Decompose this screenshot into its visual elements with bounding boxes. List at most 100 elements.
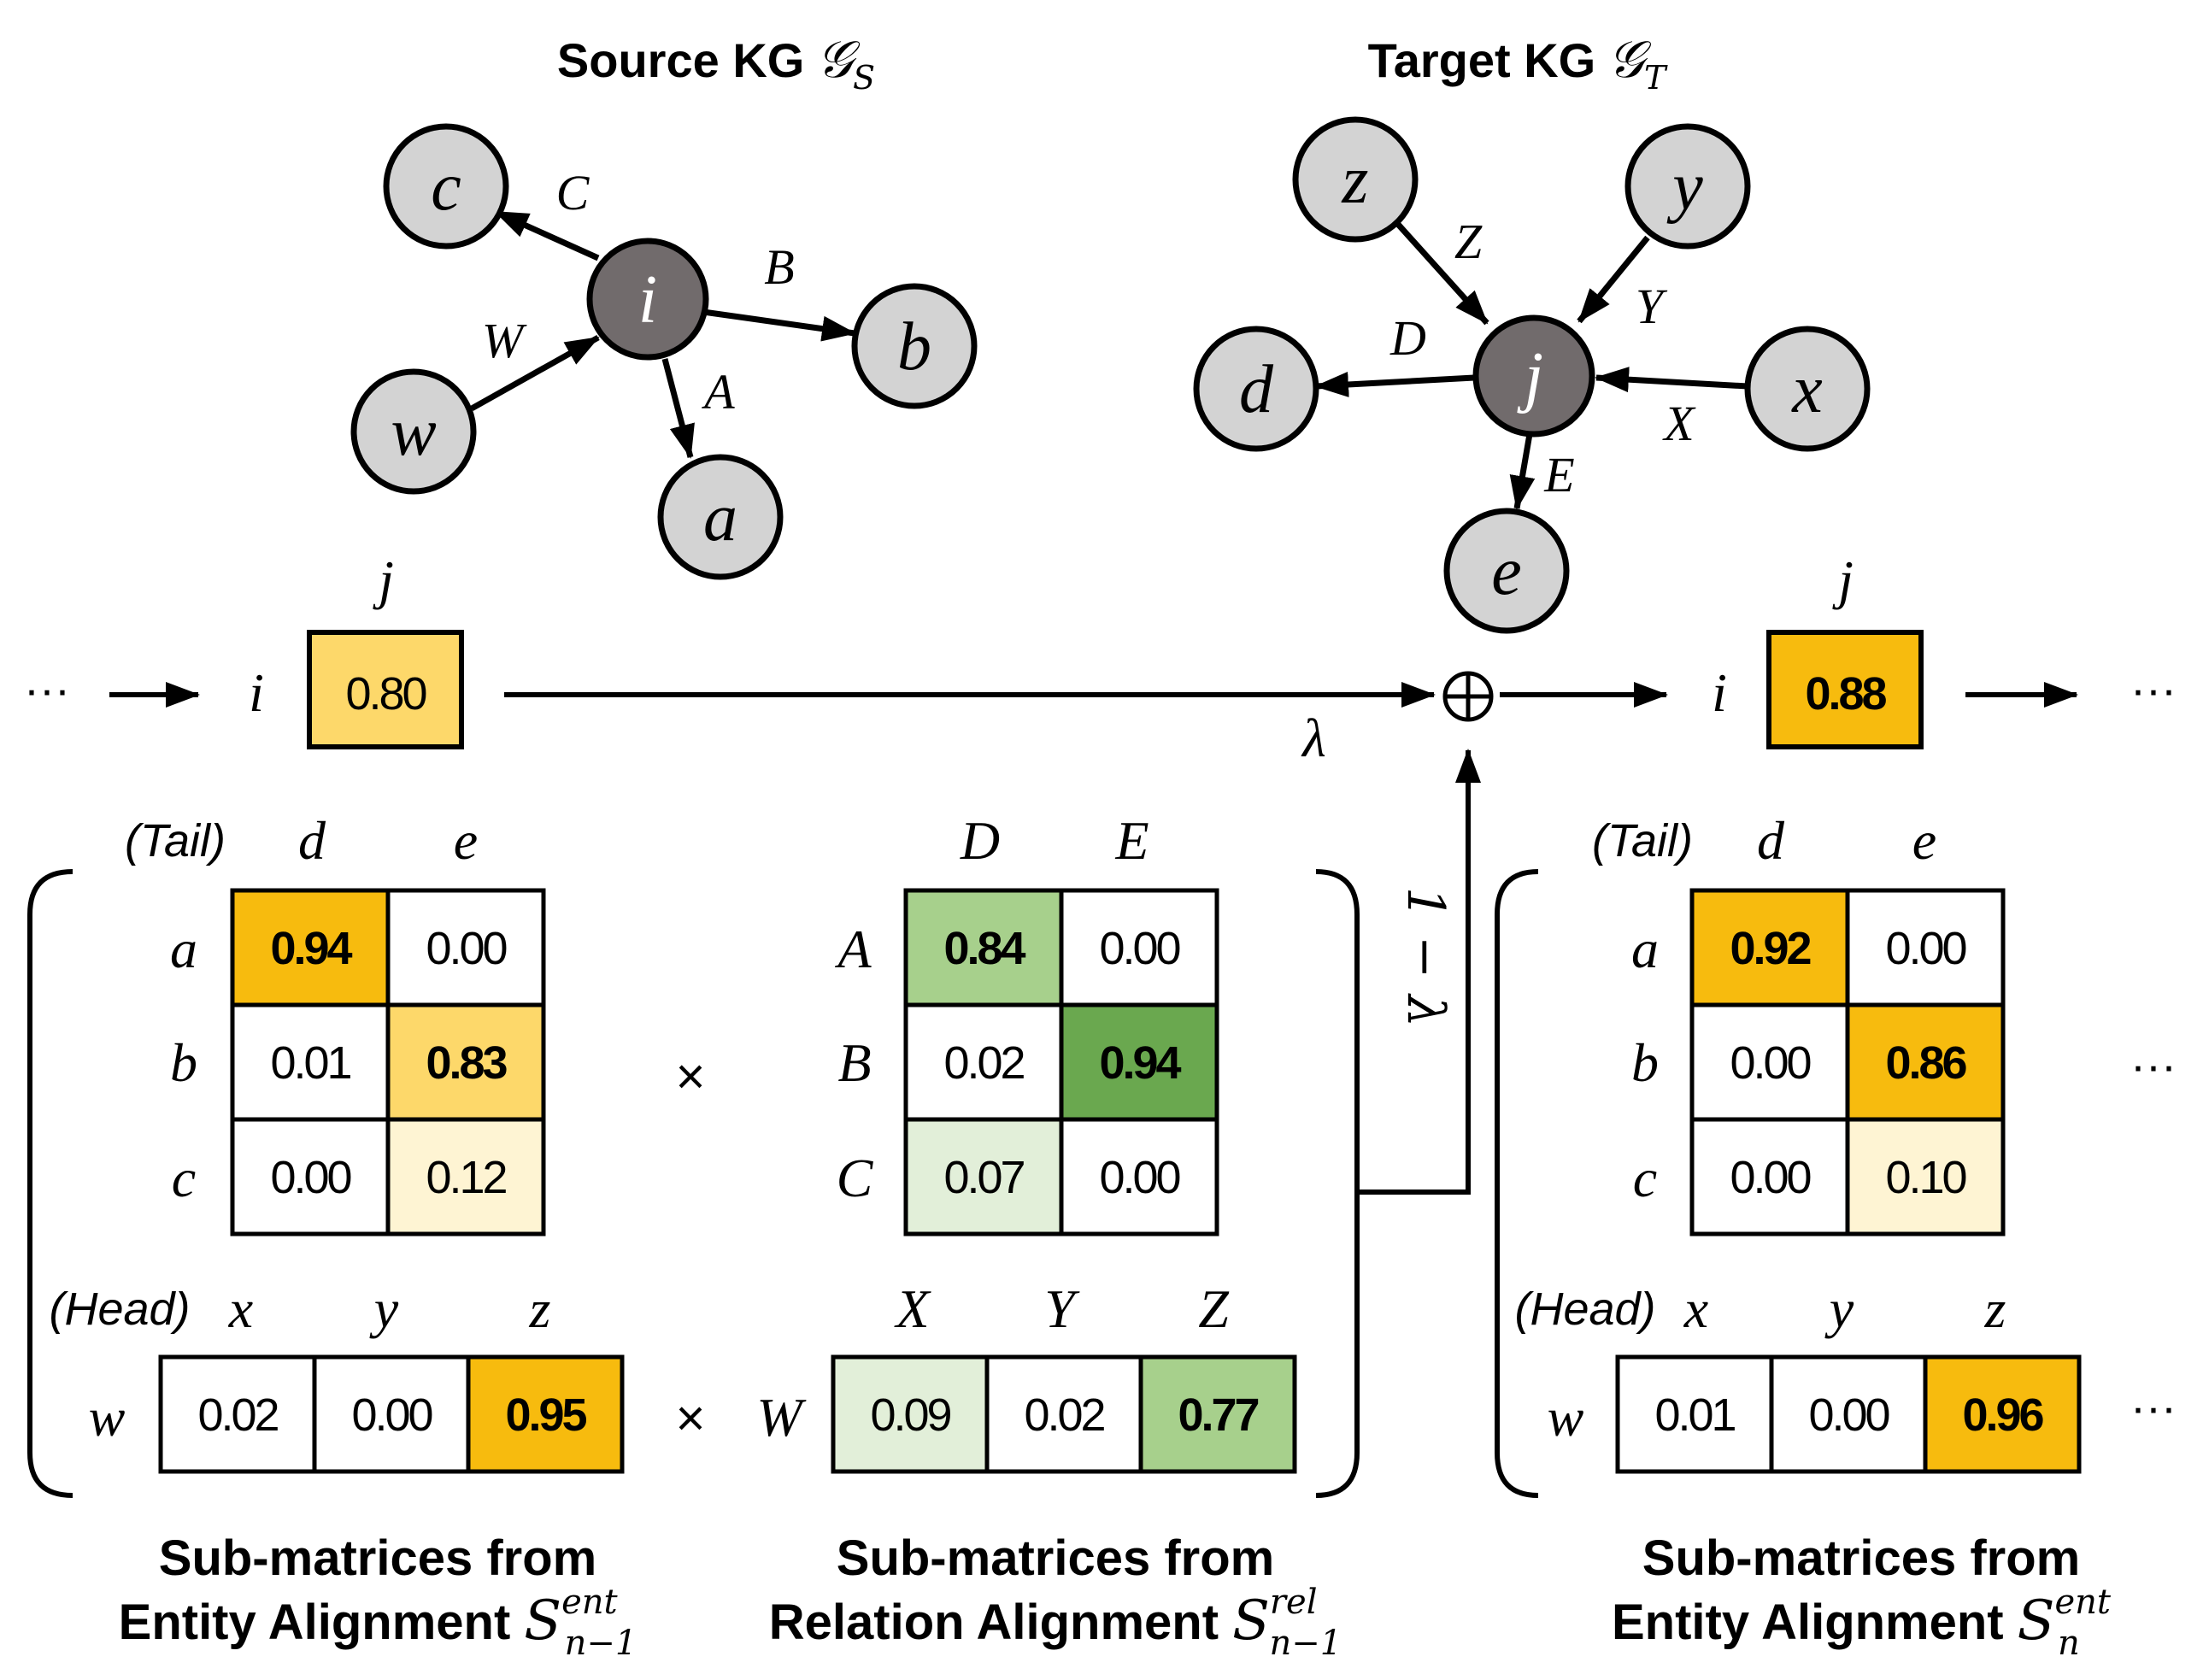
edge-label-A: A [701, 364, 735, 420]
rel-value: 0.94 [1099, 1037, 1181, 1089]
ent-prev-head-cell [466, 1354, 625, 1474]
node-label-d: d [1239, 352, 1274, 427]
edge-label-E: E [1543, 447, 1574, 502]
ent-new-row-b: b [1631, 1032, 1659, 1093]
ent-prev-col-z: z [529, 1278, 551, 1339]
rel-cell [903, 1002, 1064, 1122]
node-label-c: c [431, 150, 461, 225]
ent-prev-value: 0.12 [426, 1152, 506, 1203]
right-col-label: j [1832, 549, 1854, 610]
caption-ent-new-line1: Sub-matrices from [1642, 1530, 2080, 1586]
ent-prev-value: 0.00 [270, 1152, 350, 1203]
ent-prev-row-a: a [170, 919, 197, 979]
flow-row: ··· i j 0.80 λ i j 0.88 ··· 1 − λ [24, 549, 2177, 1195]
ent-prev-col-d: d [298, 810, 326, 871]
node-label-x: x [1791, 352, 1823, 427]
node-z [1292, 116, 1419, 243]
ent-new-head-value: 0.01 [1654, 1389, 1735, 1441]
ent-new-tail-matrix: (Tail) d e a b c 0.92 0.00 0.00 0.86 0.0… [1592, 810, 2006, 1237]
node-w [350, 368, 477, 495]
rel-row-C: C [837, 1148, 874, 1208]
ent-prev-value: 0.00 [426, 923, 506, 974]
rel-col-E: E [1114, 810, 1149, 871]
right-score-value: 0.88 [1805, 668, 1886, 720]
left-brace-close [1315, 869, 1360, 1498]
ent-prev-head-cell [158, 1354, 317, 1474]
edge-label-X: X [1662, 396, 1696, 451]
ent-prev-cell [230, 888, 391, 1007]
ent-new-row-a: a [1631, 919, 1659, 979]
edge-label-Y: Y [1636, 279, 1668, 334]
ent-new-value: 0.00 [1730, 1152, 1810, 1203]
rel-col-X: X [893, 1278, 931, 1339]
ent-prev-cell [385, 1117, 546, 1237]
node-label-w: w [391, 395, 436, 470]
node-label-y: y [1666, 150, 1703, 225]
ent-prev-col-y: y [369, 1278, 399, 1339]
ellipsis-right: ··· [2130, 664, 2177, 715]
edge-i-c [494, 209, 600, 261]
edge-label-C: C [556, 165, 590, 220]
node-d [1193, 326, 1319, 452]
ent-new-col-e: e [1912, 810, 1936, 871]
rel-value: 0.00 [1099, 1152, 1179, 1203]
rel-head-matrix: X Y Z W 0.09 0.02 0.77 [756, 1278, 1297, 1474]
ent-new-row-c: c [1633, 1148, 1657, 1208]
rel-col-D: D [960, 810, 1000, 871]
ent-prev-cell [230, 1117, 391, 1237]
ent-prev-head-cell [312, 1354, 471, 1474]
edge-label-B: B [764, 239, 794, 295]
left-score-value: 0.80 [345, 668, 426, 720]
rel-head-cell [1138, 1354, 1297, 1474]
ent-prev-col-e: e [454, 810, 478, 871]
ellipsis-left: ··· [24, 664, 70, 715]
ent-prev-head-header: (Head) [49, 1283, 190, 1335]
edge-j-e [1509, 433, 1536, 510]
ent-prev-cell [385, 888, 546, 1007]
caption-ent-prev-line1: Sub-matrices from [159, 1530, 596, 1586]
rel-col-Y: Y [1044, 1278, 1080, 1339]
edge-x-j [1595, 367, 1748, 393]
ent-new-head-matrix: (Head) x y z w 0.01 0.00 0.96 [1514, 1278, 2082, 1474]
edge-i-a [661, 358, 695, 459]
node-label-e: e [1491, 534, 1522, 609]
source-kg-title: Source KG 𝒢S [557, 30, 875, 97]
source-kg: Source KG 𝒢S C B W A c b w a i [350, 30, 978, 580]
right-score-cell [1766, 630, 1924, 749]
ellipsis-head: ··· [2130, 1382, 2177, 1433]
ent-prev-tail-matrix: (Tail) d e a b c 0.94 0.00 0.01 0.83 0.0… [125, 810, 546, 1237]
rel-cell [1059, 1117, 1219, 1237]
ent-prev-tail-header: (Tail) [125, 815, 226, 866]
right-brace-open [1495, 869, 1539, 1498]
ent-prev-row-c: c [172, 1148, 196, 1208]
rel-head-value: 0.77 [1178, 1389, 1258, 1441]
node-e [1443, 508, 1570, 634]
node-c [383, 123, 509, 250]
ent-new-head-cell [1923, 1354, 2082, 1474]
ent-new-head-value: 0.00 [1808, 1389, 1889, 1441]
right-row-label: i [1712, 662, 1727, 723]
ent-new-col-y: y [1824, 1278, 1854, 1339]
target-kg: Target KG 𝒢T Z Y D X E z y d x e j [1193, 30, 1871, 634]
ent-prev-value: 0.01 [270, 1037, 350, 1089]
ent-new-value: 0.00 [1730, 1037, 1810, 1089]
ent-new-value: 0.10 [1885, 1152, 1965, 1203]
ent-prev-row-w: w [89, 1387, 126, 1448]
edge-w-i [470, 334, 600, 412]
left-row-label: i [249, 662, 264, 723]
ent-new-cell [1845, 1002, 2006, 1122]
ent-prev-head-value: 0.00 [351, 1389, 432, 1441]
ent-new-cell [1845, 1117, 2006, 1237]
rel-value: 0.07 [943, 1152, 1024, 1203]
rel-head-value: 0.09 [870, 1389, 950, 1441]
rel-cell [903, 1117, 1064, 1237]
ent-new-head-header: (Head) [1514, 1283, 1655, 1335]
left-brace-open [27, 869, 73, 1498]
lambda-label: λ [1301, 708, 1326, 768]
times-symbol-head: × [675, 1389, 705, 1447]
edge-y-j [1577, 235, 1650, 324]
edge-i-b [702, 308, 856, 342]
ent-new-tail-header: (Tail) [1592, 815, 1693, 866]
